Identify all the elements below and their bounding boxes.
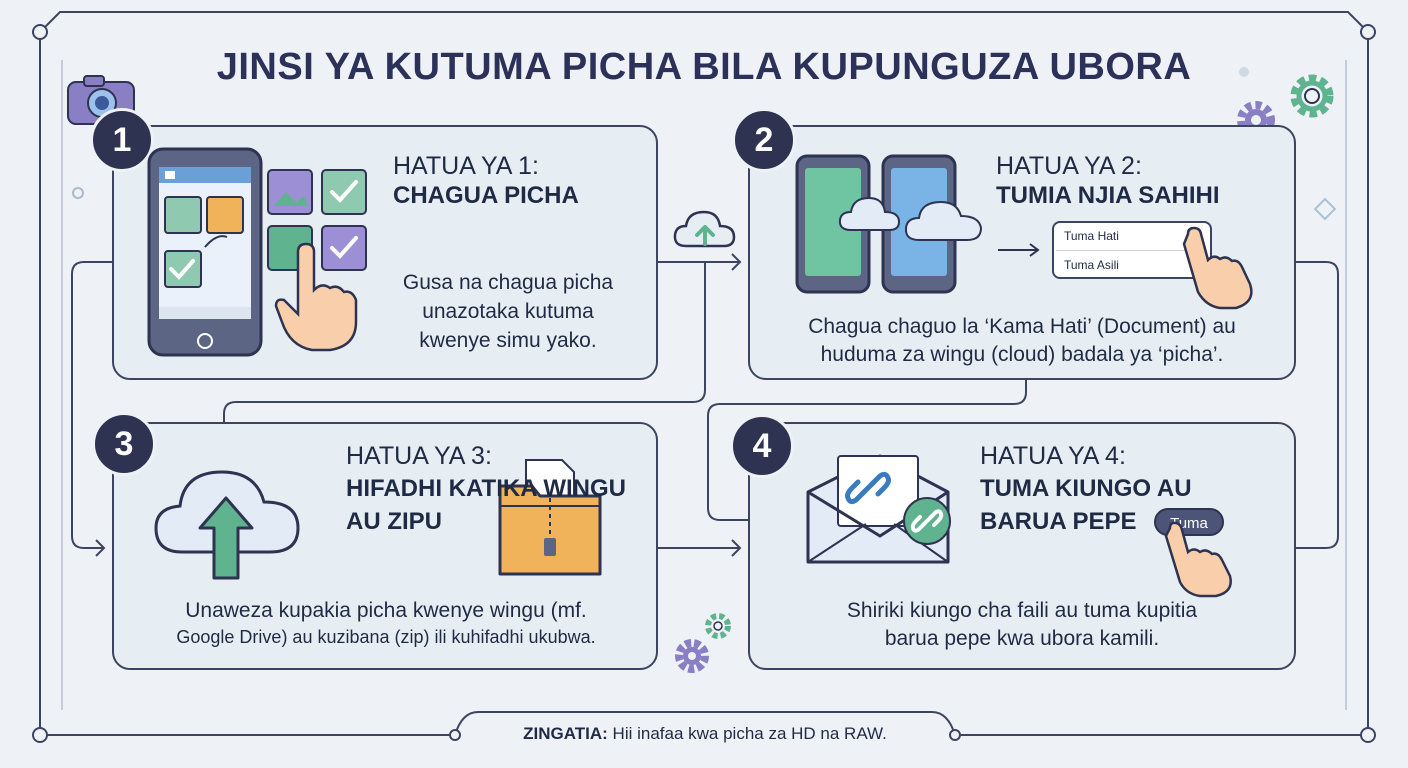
step-description-line: unazotaka kutuma	[422, 300, 594, 323]
phone-icon	[147, 147, 263, 357]
hand-pointer-icon	[1164, 521, 1232, 598]
step-number-badge: 3	[92, 412, 156, 476]
step-description-line: Google Drive) au kuzibana (zip) ili kuhi…	[176, 627, 596, 647]
link-icon	[845, 471, 891, 505]
step-title: HIFADHI KATIKA WINGU	[346, 475, 626, 502]
step-title: TUMA KIUNGO AU	[980, 475, 1192, 502]
step-number-badge: 1	[90, 108, 154, 172]
link-icon	[903, 497, 951, 545]
hand-pointer-icon	[1182, 226, 1253, 310]
step-title: TUMIA NJIA SAHIHI	[996, 182, 1220, 209]
folder-zip-icon	[498, 459, 602, 576]
note-text: Hii inafaa kwa picha za HD na RAW.	[607, 724, 887, 743]
step-number-badge: 2	[732, 108, 796, 172]
note-label: ZINGATIA:	[523, 724, 608, 743]
cloud-upload-icon	[154, 470, 300, 580]
menu-divider	[1056, 250, 1186, 251]
arrow-right-icon	[998, 243, 1040, 257]
photo-grid-icon	[267, 169, 367, 271]
page-title: JINSI YA KUTUMA PICHA BILA KUPUNGUZA UBO…	[216, 46, 1192, 88]
hand-pointer-icon	[274, 242, 358, 352]
menu-item-tuma-asili[interactable]: Tuma Asili	[1064, 258, 1119, 272]
step-label: HATUA YA 4:	[980, 442, 1126, 470]
step-title: AU ZIPU	[346, 508, 442, 535]
phone-icon	[795, 154, 983, 294]
step-number-badge: 4	[730, 414, 794, 478]
step-title: CHAGUA PICHA	[393, 182, 579, 209]
gear-icon	[675, 613, 731, 673]
step-label: HATUA YA 2:	[996, 152, 1142, 180]
step-label: HATUA YA 1:	[393, 152, 539, 180]
footer-note: ZINGATIA: Hii inafaa kwa picha za HD na …	[470, 724, 940, 744]
step-description-line: Chagua chaguo la ‘Kama Hati’ (Document) …	[808, 315, 1236, 338]
cloud-upload-icon	[673, 210, 736, 248]
step-description-line: Shiriki kiungo cha faili au tuma kupitia	[846, 599, 1198, 622]
step-label: HATUA YA 3:	[346, 442, 492, 470]
step-description-line: barua pepe kwa ubora kamili.	[884, 627, 1160, 650]
menu-item-tuma-hati[interactable]: Tuma Hati	[1064, 229, 1119, 243]
step-title: BARUA PEPE	[980, 508, 1137, 535]
step-description-line: huduma za wingu (cloud) badala ya ‘picha…	[820, 343, 1224, 366]
step-description-line: Unaweza kupakia picha kwenye wingu (mf.	[185, 599, 587, 622]
step-description-line: kwenye simu yako.	[419, 329, 597, 352]
step-description-line: Gusa na chagua picha	[402, 271, 614, 294]
